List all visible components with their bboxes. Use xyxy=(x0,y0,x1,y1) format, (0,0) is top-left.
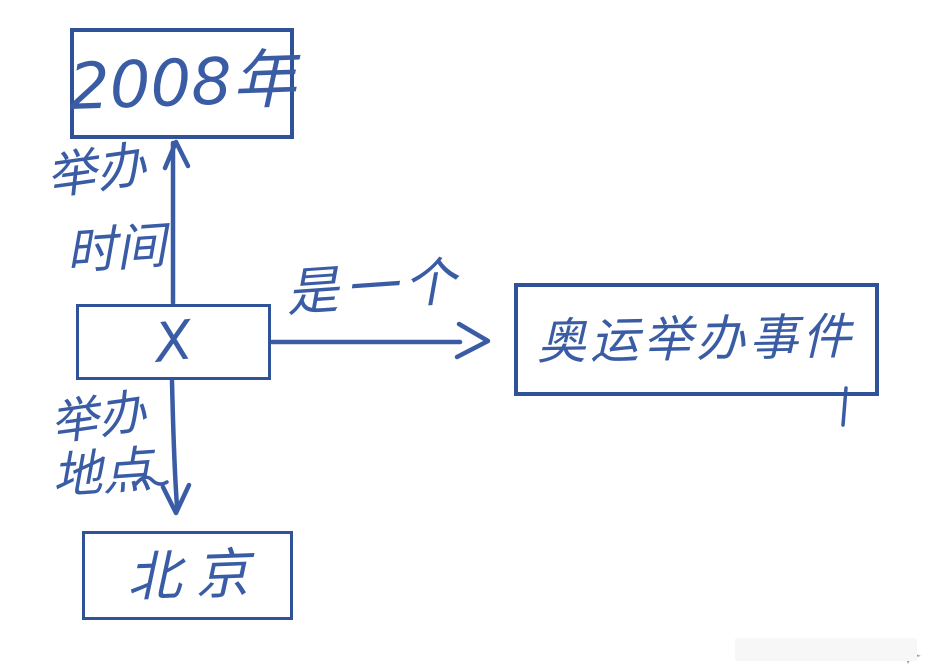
node-entity: X xyxy=(76,304,271,380)
edge-time-label-line1: 举办 xyxy=(42,135,150,207)
edge-isa-label: 是一个 xyxy=(284,251,465,325)
node-city-label: 北京 xyxy=(125,540,264,609)
arrow-down-line xyxy=(169,378,180,509)
node-year-label: 2008年 xyxy=(67,42,297,125)
arrow-up-head xyxy=(162,139,191,171)
watermark-band xyxy=(735,638,917,661)
edge-place-label-line1: 举办 xyxy=(46,383,150,453)
flourish-stroke xyxy=(134,475,169,486)
node-entity-label: X xyxy=(151,308,196,375)
node-year: 2008年 xyxy=(67,28,297,139)
edge-place-label-line2: 地点 xyxy=(50,440,154,506)
edge-time-label-line2: 时间 xyxy=(64,216,168,282)
arrow-down-head xyxy=(160,482,192,516)
node-event: 奥运举办事件 xyxy=(514,283,879,396)
node-city: 北京 xyxy=(82,531,293,620)
arrow-right-head xyxy=(454,321,491,360)
node-event-label: 奥运举办事件 xyxy=(537,308,856,371)
